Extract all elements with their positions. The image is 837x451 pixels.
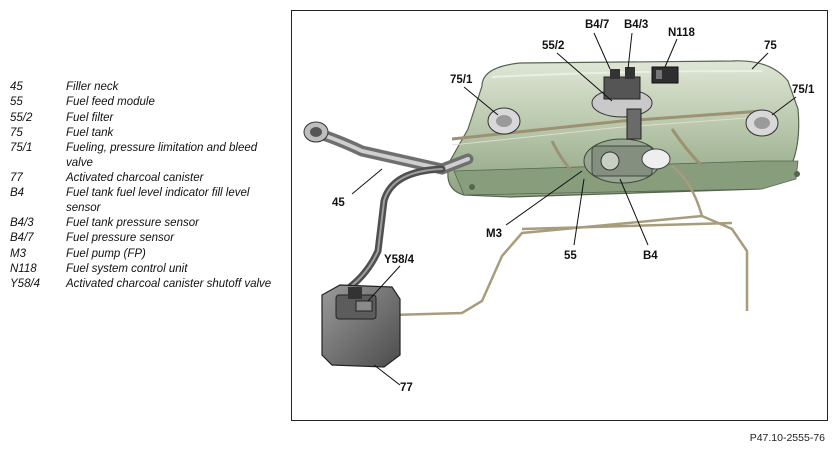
legend-list: 45 Filler neck 55 Fuel feed module 55/2 … bbox=[10, 80, 282, 293]
filler-neck bbox=[303, 121, 474, 175]
legend-code: 45 bbox=[10, 81, 23, 93]
fuel-tank bbox=[447, 60, 800, 198]
legend-item: 45 Filler neck bbox=[10, 80, 282, 95]
callout-77: 77 bbox=[400, 382, 413, 394]
legend-code: M3 bbox=[10, 247, 26, 260]
level-sensor-float bbox=[641, 148, 671, 170]
legend-code: 75 bbox=[10, 126, 23, 139]
callout-75-1-right: 75/1 bbox=[792, 84, 815, 96]
legend-item: B4/3 Fuel tank pressure sensor bbox=[10, 216, 282, 231]
legend-code: 55 bbox=[10, 96, 23, 109]
legend-item: 77 Activated charcoal canister bbox=[10, 171, 282, 186]
legend-item: B4 Fuel tank fuel level indicator fill l… bbox=[10, 186, 282, 215]
callout-45: 45 bbox=[332, 197, 345, 209]
legend-desc: Fuel system control unit bbox=[66, 262, 188, 275]
legend-desc: Fuel tank bbox=[66, 126, 114, 139]
legend-desc: Fuel filter bbox=[66, 111, 114, 124]
legend-desc: Fuel pump (FP) bbox=[66, 247, 146, 260]
legend-code: B4/3 bbox=[10, 217, 34, 230]
legend-item: 75 Fuel tank bbox=[10, 126, 282, 141]
legend-desc: Activated charcoal canister bbox=[66, 171, 204, 184]
callout-b4-3: B4/3 bbox=[624, 19, 648, 31]
legend-desc: Fuel tank pressure sensor bbox=[66, 217, 199, 230]
legend-desc: Fuel tank fuel level indicator fill leve… bbox=[66, 187, 250, 214]
fuel-system-illustration: B4/7 B4/3 N118 55/2 75 75/1 75/1 45 M3 5… bbox=[303, 19, 815, 394]
callout-55-2: 55/2 bbox=[542, 40, 564, 52]
fuel-supply-line bbox=[391, 165, 749, 317]
legend-code: 55/2 bbox=[10, 111, 33, 124]
legend-code: N118 bbox=[10, 262, 37, 275]
legend-desc: Fueling, pressure limitation and bleed v… bbox=[66, 142, 258, 169]
bleed-valve-left bbox=[487, 107, 521, 135]
callout-75: 75 bbox=[764, 40, 777, 52]
bleed-valve-right bbox=[745, 109, 779, 137]
legend-item: Y58/4 Activated charcoal canister shutof… bbox=[10, 277, 282, 292]
fuel-feed-module bbox=[583, 67, 661, 184]
figure-reference: P47.10-2555-76 bbox=[749, 432, 825, 444]
callout-b4-7: B4/7 bbox=[585, 19, 609, 31]
vent-hose bbox=[346, 165, 446, 291]
fuel-control-unit bbox=[651, 66, 679, 84]
legend-item: 75/1 Fueling, pressure limitation and bl… bbox=[10, 141, 282, 170]
callout-55: 55 bbox=[564, 250, 577, 262]
legend-desc: Fuel pressure sensor bbox=[66, 232, 175, 245]
legend-desc: Filler neck bbox=[66, 81, 119, 93]
leader-lines bbox=[351, 32, 797, 386]
callout-m3: M3 bbox=[486, 228, 502, 240]
charcoal-canister bbox=[321, 284, 401, 368]
legend-item: N118 Fuel system control unit bbox=[10, 262, 282, 277]
callout-n118: N118 bbox=[668, 27, 695, 39]
legend-item: 55 Fuel feed module bbox=[10, 95, 282, 110]
legend-item: 55/2 Fuel filter bbox=[10, 111, 282, 126]
callout-75-1-left: 75/1 bbox=[450, 74, 473, 86]
legend-code: B4/7 bbox=[10, 232, 34, 245]
legend-code: 75/1 bbox=[10, 142, 33, 155]
figure-frame: B4/7 B4/3 N118 55/2 75 75/1 75/1 45 M3 5… bbox=[291, 10, 828, 421]
legend-code: 77 bbox=[10, 171, 23, 184]
legend-desc: Fuel feed module bbox=[66, 96, 155, 109]
callout-b4: B4 bbox=[643, 250, 658, 262]
legend-desc: Activated charcoal canister shutoff valv… bbox=[66, 278, 272, 291]
legend-code: B4 bbox=[10, 187, 25, 200]
callout-y58-4: Y58/4 bbox=[384, 254, 415, 266]
legend-item: B4/7 Fuel pressure sensor bbox=[10, 231, 282, 246]
legend-code: Y58/4 bbox=[10, 278, 41, 291]
legend-item: M3 Fuel pump (FP) bbox=[10, 247, 282, 262]
